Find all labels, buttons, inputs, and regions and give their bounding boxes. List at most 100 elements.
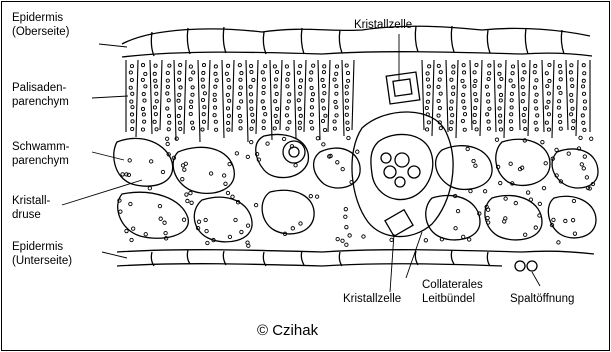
chloroplast-dot bbox=[547, 100, 550, 103]
chloroplast-dot bbox=[487, 100, 490, 103]
chloroplast-dot bbox=[311, 99, 314, 102]
chloroplast-dot bbox=[572, 199, 575, 202]
chloroplast-dot bbox=[287, 100, 290, 103]
chloroplast-dot bbox=[299, 114, 302, 117]
chloroplast-dot bbox=[344, 207, 347, 210]
chloroplast-dot bbox=[547, 92, 550, 95]
chloroplast-dot bbox=[141, 64, 144, 67]
chloroplast-dot bbox=[183, 168, 186, 171]
chloroplast-dot bbox=[231, 195, 234, 198]
chloroplast-dot bbox=[522, 64, 525, 67]
chloroplast-dot bbox=[580, 163, 583, 166]
label-epidermis-bottom: Epidermis (Unterseite) bbox=[12, 240, 72, 268]
chloroplast-dot bbox=[426, 100, 429, 103]
chloroplast-dot bbox=[264, 113, 267, 116]
chloroplast-dot bbox=[158, 204, 161, 207]
chloroplast-dot bbox=[451, 114, 454, 117]
chloroplast-dot bbox=[310, 86, 313, 89]
chloroplast-dot bbox=[488, 107, 491, 110]
chloroplast-dot bbox=[130, 78, 133, 81]
chloroplast-dot bbox=[510, 92, 513, 95]
chloroplast-dot bbox=[144, 233, 147, 236]
chloroplast-dot bbox=[298, 107, 301, 110]
chloroplast-dot bbox=[582, 167, 585, 170]
chloroplast-dot bbox=[463, 128, 466, 131]
crystal-druse bbox=[283, 141, 305, 163]
chloroplast-dot bbox=[178, 78, 181, 81]
palisade-cells bbox=[126, 60, 590, 142]
chloroplast-dot bbox=[438, 106, 441, 109]
chloroplast-dot bbox=[246, 224, 249, 227]
chloroplast-dot bbox=[499, 120, 502, 123]
chloroplast-dot bbox=[461, 119, 464, 122]
chloroplast-dot bbox=[341, 239, 344, 242]
chloroplast-dot bbox=[559, 91, 562, 94]
chloroplast-dot bbox=[182, 218, 185, 221]
chloroplast-dot bbox=[498, 85, 501, 88]
chloroplast-dot bbox=[346, 79, 349, 82]
chloroplast-dot bbox=[286, 78, 289, 81]
chloroplast-dot bbox=[202, 64, 205, 67]
chloroplast-dot bbox=[499, 93, 502, 96]
chloroplast-dot bbox=[510, 113, 513, 116]
chloroplast-dot bbox=[129, 202, 132, 205]
chloroplast-dot bbox=[143, 99, 146, 102]
chloroplast-dot bbox=[486, 208, 489, 211]
chloroplast-dot bbox=[275, 120, 278, 123]
chloroplast-dot bbox=[345, 64, 348, 67]
chloroplast-dot bbox=[473, 121, 476, 124]
chloroplast-dot bbox=[486, 113, 489, 116]
chloroplast-dot bbox=[209, 172, 212, 175]
chloroplast-dot bbox=[335, 92, 338, 95]
chloroplast-dot bbox=[345, 225, 348, 228]
chloroplast-dot bbox=[166, 79, 169, 82]
chloroplast-dot bbox=[178, 121, 181, 124]
chloroplast-dot bbox=[499, 114, 502, 117]
chloroplast-dot bbox=[311, 127, 314, 130]
label-palisade-line2: parenchym bbox=[12, 95, 69, 109]
chloroplast-dot bbox=[521, 86, 524, 89]
chloroplast-dot bbox=[546, 85, 549, 88]
label-palisade: Palisaden- parenchym bbox=[12, 81, 69, 109]
chloroplast-dot bbox=[523, 233, 526, 236]
chloroplast-dot bbox=[534, 226, 537, 229]
chloroplast-dot bbox=[226, 93, 229, 96]
chloroplast-dot bbox=[509, 79, 512, 82]
chloroplast-dot bbox=[315, 195, 318, 198]
chloroplast-dot bbox=[310, 120, 313, 123]
chloroplast-dot bbox=[486, 93, 489, 96]
chloroplast-dot bbox=[189, 65, 192, 68]
chloroplast-dot bbox=[128, 159, 131, 162]
chloroplast-dot bbox=[345, 243, 348, 246]
chloroplast-dot bbox=[125, 229, 128, 232]
chloroplast-dot bbox=[499, 181, 502, 184]
chloroplast-dot bbox=[191, 86, 194, 89]
chloroplast-dot bbox=[487, 77, 490, 80]
chloroplast-dot bbox=[333, 127, 336, 130]
chloroplast-dot bbox=[251, 120, 254, 123]
chloroplast-dot bbox=[512, 85, 515, 88]
chloroplast-dot bbox=[463, 85, 466, 88]
chloroplast-dot bbox=[427, 92, 430, 95]
chloroplast-dot bbox=[154, 79, 157, 82]
chloroplast-dot bbox=[192, 71, 195, 74]
chloroplast-dot bbox=[590, 137, 593, 140]
chloroplast-dot bbox=[298, 85, 301, 88]
chloroplast-dot bbox=[486, 216, 489, 219]
chloroplast-dot bbox=[581, 85, 584, 88]
chloroplast-dot bbox=[228, 235, 231, 238]
chloroplast-dot bbox=[166, 142, 169, 145]
chloroplast-dot bbox=[213, 93, 216, 96]
chloroplast-dot bbox=[189, 78, 192, 81]
chloroplast-dot bbox=[168, 64, 171, 67]
chloroplast-dot bbox=[165, 137, 168, 140]
chloroplast-dot bbox=[341, 167, 344, 170]
chloroplast-dot bbox=[189, 112, 192, 115]
chloroplast-dot bbox=[250, 64, 253, 67]
chloroplast-dot bbox=[510, 106, 513, 109]
chloroplast-dot bbox=[227, 121, 230, 124]
chloroplast-dot bbox=[214, 120, 217, 123]
chloroplast-dot bbox=[155, 100, 158, 103]
label-druse: Kristall- druse bbox=[12, 194, 50, 222]
